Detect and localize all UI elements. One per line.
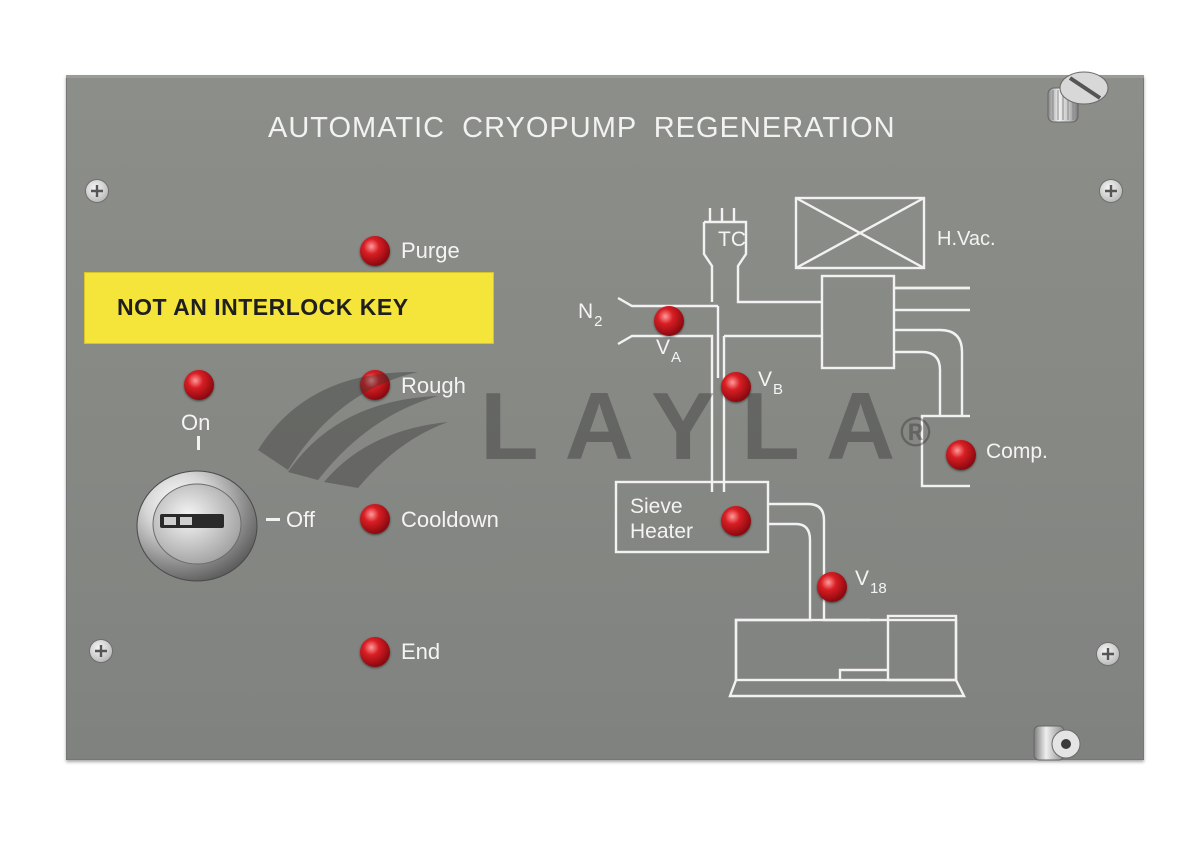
vacuum-valve-icon [654,306,684,336]
status-label-end: End [401,639,441,664]
phillips-screw-icon [90,640,112,662]
watermark-registered: ® [900,408,931,455]
sieve-heater-label: Sieve Heater [630,494,693,544]
tc-label: TC [718,228,746,251]
key-switch-icon[interactable] [132,468,262,588]
watermark: LAYLA ® [248,360,958,490]
v18-subscript: 18 [870,580,887,597]
phillips-screw-icon [86,180,108,202]
vb-base: V [758,368,773,391]
va-label: VA [656,336,681,366]
vacuum-valve-icon [721,372,751,402]
key-off-label: Off [286,507,315,532]
hvac-label: H.Vac. [937,228,996,250]
va-subscript: A [671,349,682,366]
v18-base: V [855,567,870,590]
led-indicator-icon [360,637,390,667]
status-label-cooldown: Cooldown [401,507,499,532]
warning-label-text: NOT AN INTERLOCK KEY [117,294,409,320]
vb-subscript: B [773,381,784,398]
led-indicator-icon [946,440,976,470]
sieve-heater-line2: Heater [630,520,694,543]
status-label-purge: Purge [401,238,460,263]
standoff-icon [1030,718,1086,770]
key-on-label: On [181,410,211,435]
power-led-indicator [184,370,214,400]
led-indicator-icon [360,236,390,266]
n2-base: N [578,300,594,323]
off-tick-mark [266,518,280,521]
n2-subscript: 2 [594,313,603,330]
led-indicator-icon [360,370,390,400]
watermark-text: LAYLA [480,373,922,480]
panel-edge [66,75,1144,78]
n2-label: N2 [578,300,603,330]
control-panel-faceplate [66,75,1144,760]
warning-label: NOT AN INTERLOCK KEY [84,272,494,344]
led-indicator-icon [360,504,390,534]
v18-label: V18 [855,567,887,597]
phillips-screw-icon [1097,643,1119,665]
on-tick-mark [197,436,200,450]
phillips-screw-icon [1100,180,1122,202]
cryopump-schematic [570,180,1072,700]
va-base: V [656,336,671,359]
status-label-rough: Rough [401,373,466,398]
vacuum-valve-icon [721,506,751,536]
vb-label: VB [758,368,783,398]
sieve-heater-line1: Sieve [630,495,683,518]
watermark-swoosh-icon [258,371,448,488]
vacuum-valve-icon [817,572,847,602]
comp-label: Comp. [986,440,1048,463]
thumb-screw-icon[interactable] [1040,66,1120,126]
panel-title: AUTOMATIC CRYOPUMP REGENERATION [268,112,896,144]
